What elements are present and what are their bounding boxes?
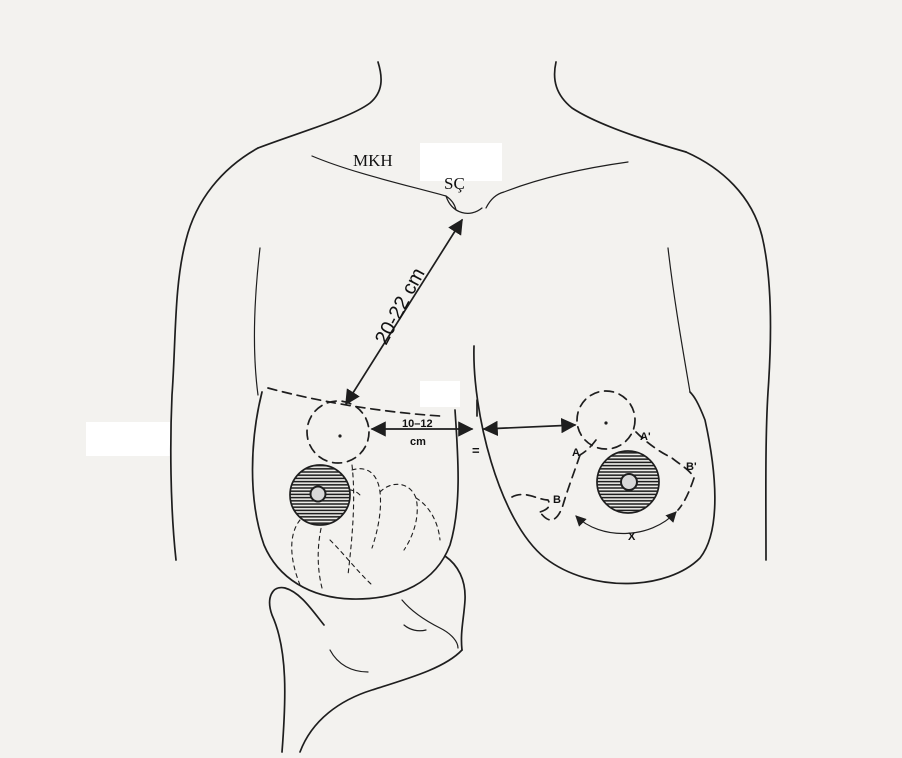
distance-value-label: 10–12 [402, 418, 433, 430]
midline-to-right-nipple-arrow [484, 425, 575, 429]
point-b-prime-label: B' [686, 461, 697, 473]
left-gland-contour-4 [380, 484, 417, 550]
hand-thumb [402, 600, 458, 648]
right-x-arc-arrow [576, 512, 676, 534]
mask-box-left [86, 422, 170, 456]
neck-right-line [555, 62, 686, 152]
sternal-notch-curve [446, 196, 482, 213]
left-midline-dashed [348, 465, 354, 575]
left-torso-line [254, 248, 260, 395]
equal-sign-label: = [472, 443, 480, 458]
point-a-label: A [572, 447, 580, 459]
right-breast-outline [474, 346, 715, 584]
right-torso-line [668, 248, 690, 392]
hand-wrist-crease [330, 650, 368, 672]
right-new-nipple-circle [577, 391, 635, 449]
right-shoulder-arm [686, 152, 770, 560]
right-lower-dashed-curve [512, 495, 549, 512]
mkh-label: MKH [353, 151, 393, 170]
sternal-notch-label: SÇ [444, 174, 465, 193]
left-new-nipple-dot [338, 434, 341, 437]
neck-left-line [258, 62, 381, 148]
left-gland-contour-2 [292, 520, 300, 585]
segment-x-label: X [628, 531, 636, 543]
hand-outline [270, 588, 324, 752]
clavicle-right-line [486, 162, 628, 208]
point-b-label: B [553, 494, 561, 506]
right-b-prime-dashed [678, 478, 694, 510]
left-gland-contour-5 [416, 498, 440, 540]
right-nipple [621, 474, 637, 490]
mask-box-center [420, 381, 460, 407]
left-gland-contour-3 [352, 469, 381, 548]
notch-to-nipple-label: 20-22 cm [371, 264, 430, 348]
hand-finger-joint [404, 625, 426, 631]
hand-index-finger [445, 556, 465, 650]
left-new-nipple-circle [307, 401, 369, 463]
left-nipple [311, 487, 326, 502]
right-new-nipple-dot [604, 421, 607, 424]
hand-palm-line [300, 650, 462, 752]
distance-unit-label: cm [410, 436, 426, 448]
point-a-prime-label: A' [640, 431, 651, 443]
left-shoulder-arm [171, 148, 258, 560]
